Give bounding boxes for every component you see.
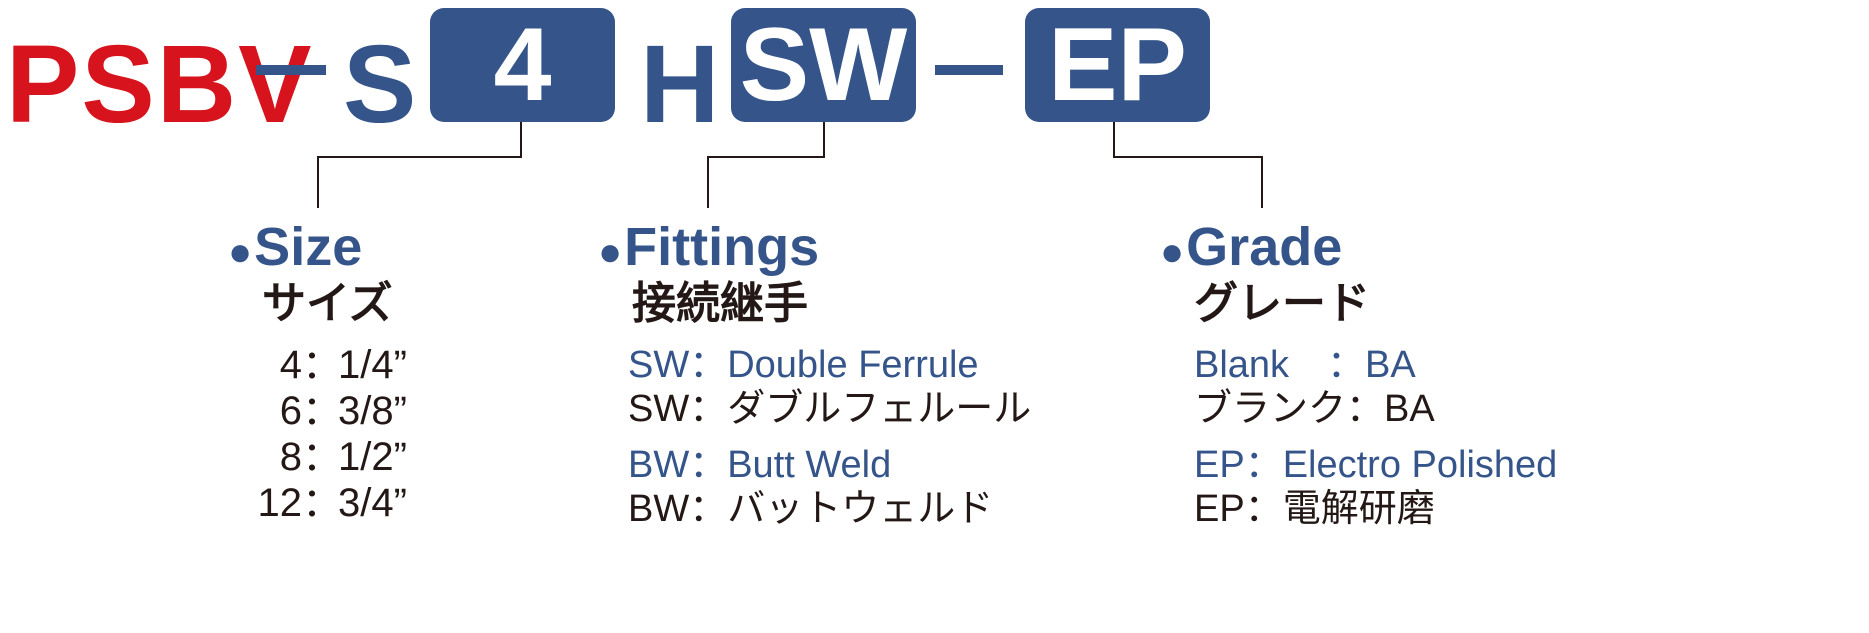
fitting-option-jp: SW：ダブルフェルール: [628, 388, 1032, 430]
bullet-icon: ●: [1160, 230, 1185, 274]
size-code-box: 4: [430, 8, 615, 122]
grade-code-value: EP: [1048, 7, 1187, 123]
grade-option-jp: EP：電解研磨: [1194, 488, 1435, 530]
grade-connector: [1113, 122, 1263, 208]
fitting-code-box: SW: [731, 8, 916, 122]
grade-code-box: EP: [1025, 8, 1210, 122]
fitting-option-en: BW：Butt Weld: [628, 444, 892, 486]
fitting-connector: [707, 122, 825, 208]
model-prefix: PSBV: [6, 23, 314, 146]
size-row: 8：1/2”: [279, 435, 407, 479]
fittings-heading-jp: 接続継手: [632, 279, 808, 328]
size-connector: [317, 122, 522, 208]
fitting-option-en: SW：Double Ferrule: [628, 344, 979, 386]
separator-dash-1: [256, 65, 326, 75]
model-h-letter: H: [640, 23, 720, 146]
size-row: 12：3/4”: [257, 481, 407, 525]
grade-heading-jp: グレード: [1194, 279, 1370, 328]
bullet-icon: ●: [228, 230, 253, 274]
bullet-icon: ●: [598, 230, 623, 274]
separator-dash-2: [935, 65, 1003, 75]
size-row: 6：3/8”: [279, 389, 407, 433]
fitting-code-value: SW: [739, 7, 908, 123]
size-list: 4：1/4” 6：3/8” 8：1/2” 12：3/4”: [256, 345, 407, 523]
size-code-value: 4: [493, 7, 552, 123]
grade-heading: ●Grade: [1160, 217, 1343, 277]
grade-option-jp: ブランク：BA: [1194, 388, 1435, 430]
fitting-option-jp: BW：バットウェルド: [628, 488, 994, 530]
grade-option-en: Blank ：BA: [1194, 344, 1416, 386]
size-row: 4：1/4”: [279, 343, 407, 387]
model-s-letter: S: [343, 23, 417, 146]
size-heading-jp: サイズ: [262, 279, 393, 328]
fittings-heading: ●Fittings: [598, 217, 820, 277]
grade-option-en: EP：Electro Polished: [1194, 444, 1558, 486]
size-heading: ●Size: [228, 217, 363, 277]
